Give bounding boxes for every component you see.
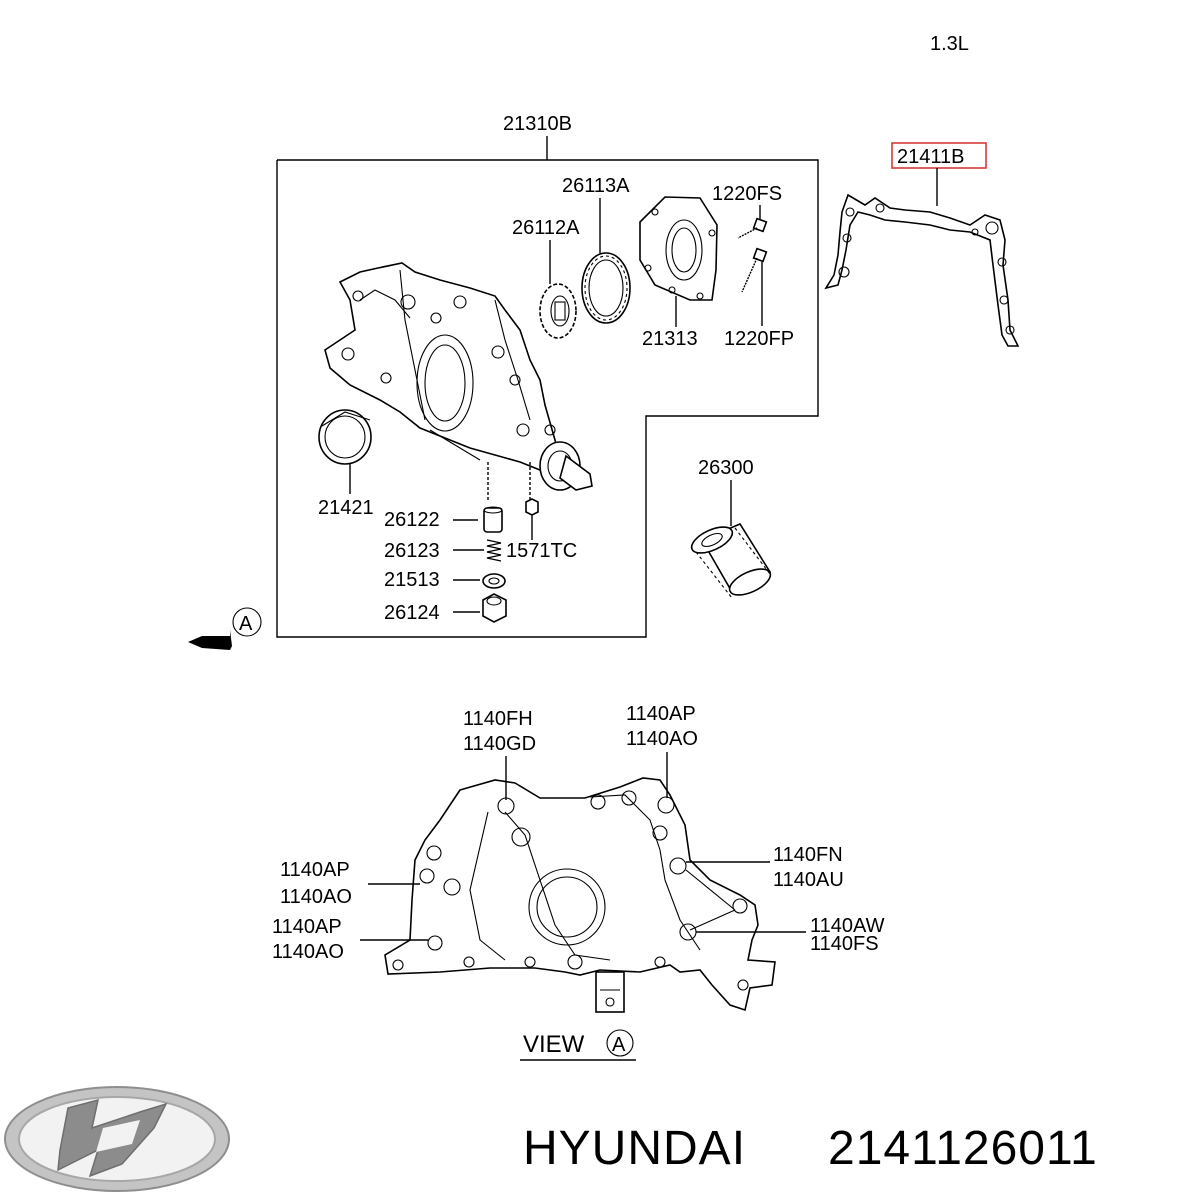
oil-filter-26300[interactable]: 26300 — [688, 457, 774, 600]
label-plunger: 26122 — [384, 509, 440, 531]
label-oil-filter: 26300 — [698, 457, 754, 479]
pump-cover-21313[interactable]: 21313 — [639, 196, 718, 350]
label-b-fh: 1140FH — [463, 708, 533, 730]
label-seal: 21421 — [318, 497, 374, 519]
engine-label: 1.3L — [930, 33, 969, 55]
label-b-ao-left1: 1140AO — [280, 886, 352, 908]
highlight-box — [891, 142, 987, 169]
label-b-aw: 1140AW — [810, 915, 885, 937]
footer-part-number: 2141126011 — [828, 1122, 1098, 1175]
label-b-gd: 1140GD — [463, 733, 536, 755]
callout-1140ap-ao-left2: 1140AP 1140AO — [272, 916, 428, 963]
label-washer: 21513 — [384, 569, 440, 591]
cover-plate — [639, 196, 718, 301]
callout-1140fh-gd: 1140FH 1140GD — [463, 708, 536, 800]
label-view-text: VIEW — [523, 1031, 585, 1058]
callout-1140ap-ao-left1: 1140AP 1140AO — [280, 859, 420, 908]
gasket-21411b[interactable]: 21411B — [824, 142, 1020, 347]
inner-rotor-26112a[interactable]: 26112A — [512, 217, 580, 339]
label-b-ap-left1: 1140AP — [280, 859, 350, 881]
pump-view-a — [384, 777, 776, 1013]
pump-housing — [324, 262, 593, 500]
gasket-outline — [824, 193, 1020, 347]
hyundai-logo-icon — [4, 1086, 230, 1192]
label-cover: 21313 — [642, 328, 698, 350]
washer-21513[interactable]: 21513 — [384, 569, 506, 591]
label-assembly: 21310B — [503, 113, 572, 135]
label-b-fn: 1140FN — [773, 844, 843, 866]
screw-1220fs[interactable]: 1220FS — [712, 183, 782, 239]
outer-rotor-26113a[interactable]: 26113A — [562, 175, 631, 324]
label-b-fs: 1140FS — [810, 933, 879, 955]
assembly-box: 21310B — [276, 113, 819, 638]
bolt-1571tc[interactable]: 1571TC — [506, 498, 577, 562]
label-b-au: 1140AU — [773, 869, 844, 891]
callout-1140ap-ao-top: 1140AP 1140AO — [626, 703, 698, 798]
callout-1140aw-fs: 1140AW 1140FS — [696, 915, 885, 955]
label-spring: 26123 — [384, 540, 440, 562]
label-view-circle: A — [612, 1034, 626, 1056]
spring-26123[interactable]: 26123 — [384, 539, 502, 562]
label-rotor-outer: 26113A — [562, 175, 630, 197]
label-gasket: 21411B — [897, 146, 964, 168]
label-rotor-inner: 26112A — [512, 217, 580, 239]
label-screw-fs: 1220FS — [712, 183, 782, 205]
seal-21421[interactable]: 21421 — [318, 409, 374, 519]
arrow-icon — [188, 630, 232, 650]
label-screw-fp: 1220FP — [724, 328, 794, 350]
callout-1140fn-au: 1140FN 1140AU — [686, 844, 844, 891]
label-bolt-tc: 1571TC — [506, 540, 577, 562]
label-plug: 26124 — [384, 602, 440, 624]
plug-26124[interactable]: 26124 — [384, 593, 507, 624]
plunger-26122[interactable]: 26122 — [384, 506, 503, 533]
screw-1220fp[interactable]: 1220FP — [724, 247, 794, 350]
label-b-ap-left2: 1140AP — [272, 916, 342, 938]
label-view-marker: A — [239, 613, 253, 635]
label-b-ap-top: 1140AP — [626, 703, 696, 725]
view-arrow-a: A — [188, 607, 262, 650]
view-a-caption: VIEW A — [520, 1029, 636, 1061]
label-b-ao-top: 1140AO — [626, 728, 698, 750]
label-b-ao-left2: 1140AO — [272, 941, 344, 963]
footer-brand: HYUNDAI — [523, 1122, 746, 1175]
